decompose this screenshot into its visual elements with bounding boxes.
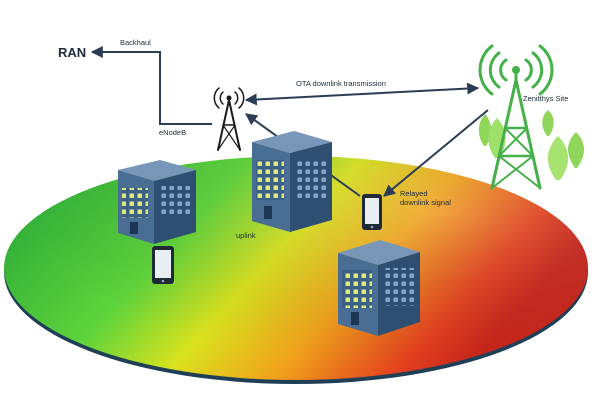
- relayed-label-line1: Relayed: [400, 189, 428, 198]
- enodeb-label: eNodeB: [159, 128, 186, 137]
- relayed-label-line2: downlink signal: [400, 198, 451, 207]
- tower-icon: [478, 44, 554, 190]
- tree-icon: [478, 110, 585, 180]
- phone-icon: [152, 246, 174, 284]
- phone-icon: [362, 194, 382, 230]
- ran-label: RAN: [58, 45, 86, 60]
- relayed-downlink-arrow: [383, 109, 489, 197]
- ota-downlink-arrow: [244, 82, 480, 106]
- antenna-icon: [213, 87, 245, 151]
- building-icon: [252, 131, 332, 232]
- ota-downlink-label: OTA downlink transmission: [296, 79, 386, 88]
- backhaul-link: [90, 46, 212, 125]
- site-label: Zenitthys Site: [523, 94, 568, 103]
- backhaul-label: Backhaul: [120, 38, 151, 47]
- building-icon: [118, 160, 196, 244]
- uplink-label: uplink: [236, 231, 256, 240]
- building-icon: [338, 240, 420, 336]
